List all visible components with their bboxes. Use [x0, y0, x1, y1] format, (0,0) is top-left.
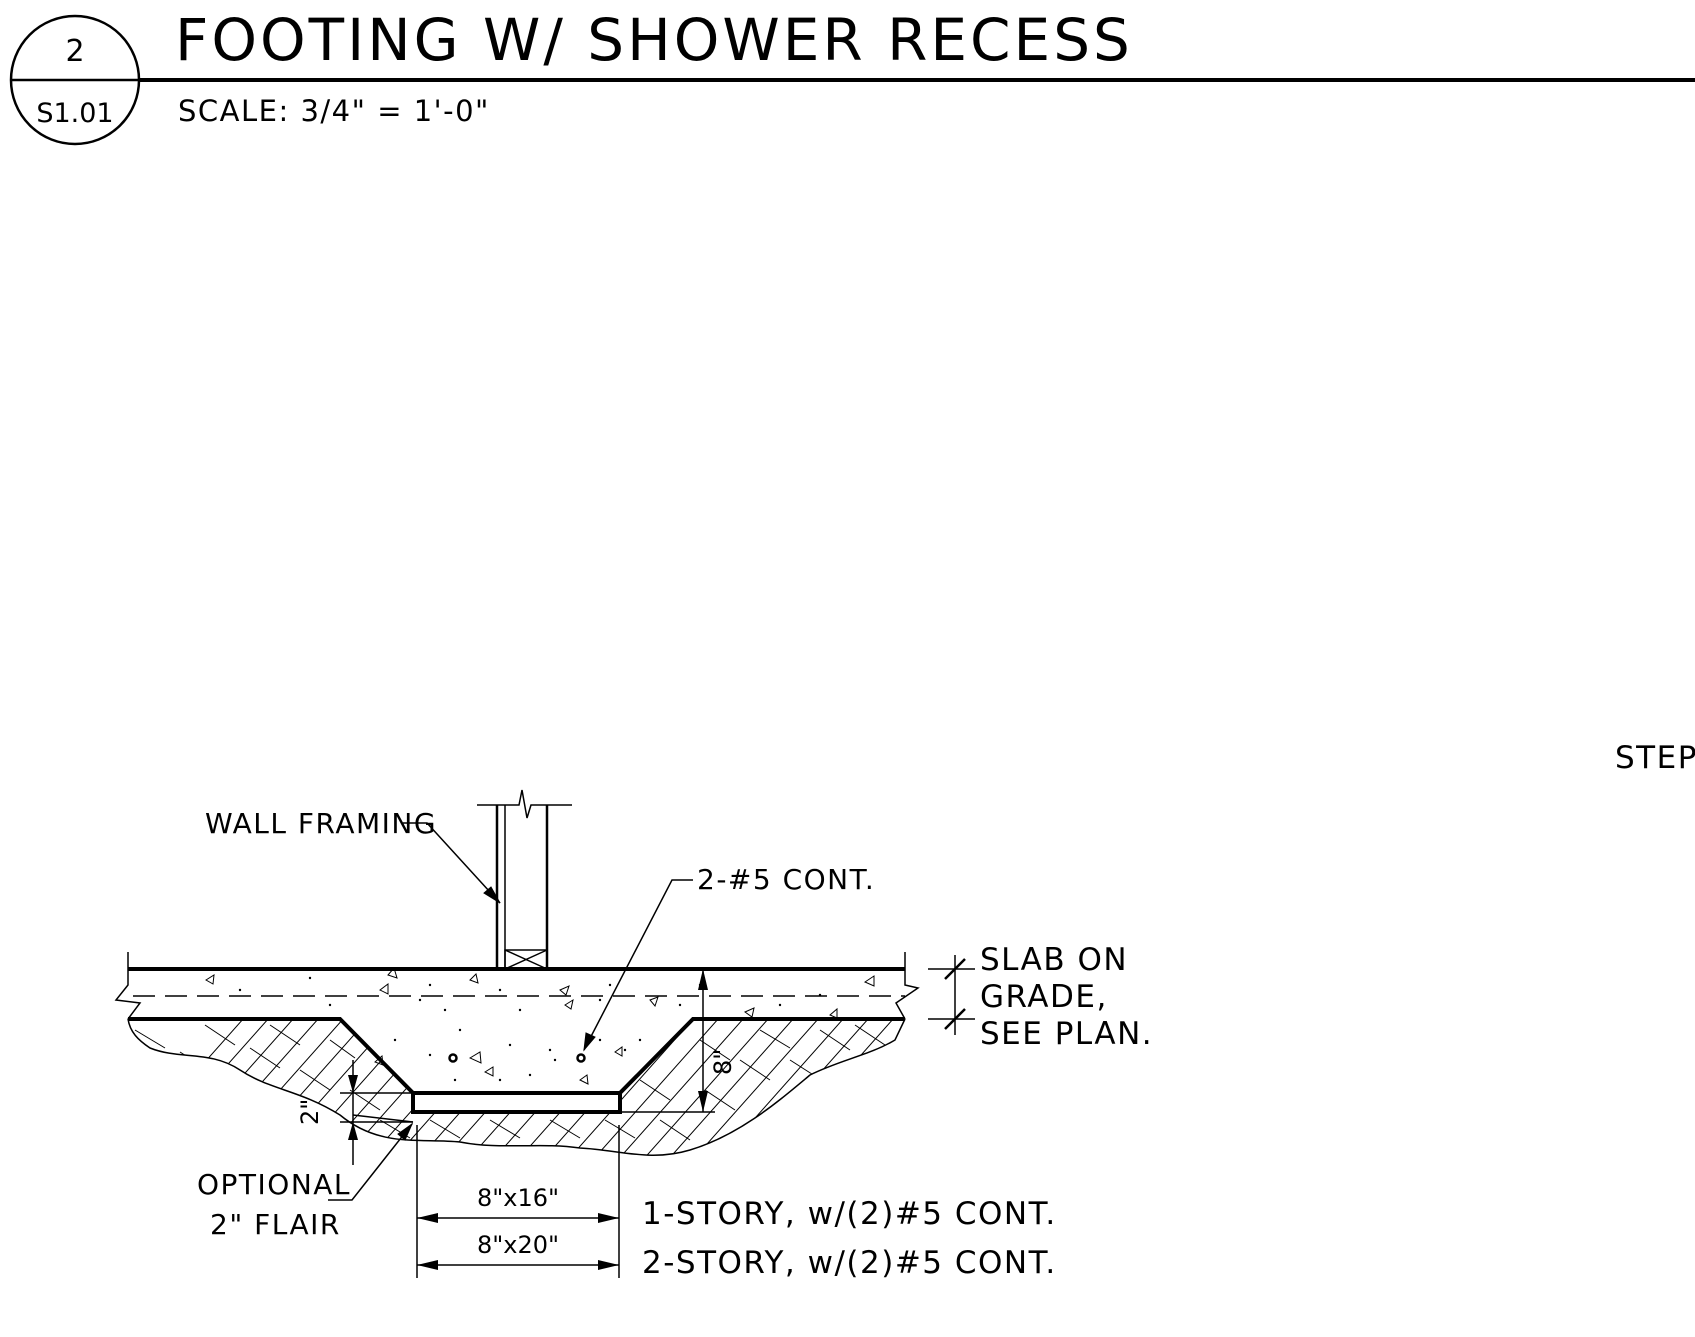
soil-boundary [127, 1018, 906, 1156]
optional-flair-leader [328, 1123, 413, 1201]
detail-scale: SCALE: 3/4" = 1'-0" [178, 94, 490, 128]
sheet-reference: S1.01 [36, 98, 113, 129]
flair-dimension [340, 1060, 414, 1165]
rebar-leader [583, 879, 693, 1051]
soil-hatch [128, 1019, 905, 1156]
story2-note: 2-STORY, w/(2)#5 CONT. [642, 1245, 1057, 1281]
concrete-section [114, 952, 920, 1114]
wall-framing-leader [403, 822, 501, 904]
rebar-label: 2-#5 CONT. [697, 863, 875, 896]
detail-title: FOOTING W/ SHOWER RECESS [175, 6, 1133, 74]
rebar-arrow [583, 1032, 596, 1052]
detail-number: 2 [65, 34, 84, 69]
wall-framing-arrow [483, 886, 501, 904]
story1-note: 1-STORY, w/(2)#5 CONT. [642, 1196, 1057, 1232]
footing-width-dimensions [416, 1125, 620, 1278]
slab-dimension [928, 955, 975, 1035]
flair-dim-label: 2" [296, 1099, 324, 1125]
optional-flair-line1: OPTIONAL [197, 1168, 351, 1201]
slab-label-line1: SLAB ON [980, 942, 1128, 978]
rebar-right [576, 1053, 586, 1063]
footing-1story-dim: 8"x16" [477, 1184, 559, 1212]
recess-depth-label: 8" [709, 1049, 737, 1075]
wall-framing [477, 789, 572, 970]
slab-label-line2: GRADE, [980, 979, 1108, 1015]
adjacent-detail-label: STEP [1615, 740, 1695, 776]
concrete-aggregate [205, 966, 875, 1085]
slab-label-line3: SEE PLAN. [980, 1016, 1153, 1052]
recess-depth-dimension [620, 969, 715, 1113]
footing-2story-dim: 8"x20" [477, 1231, 559, 1259]
rebar-left [448, 1053, 458, 1063]
wall-framing-label: WALL FRAMING [205, 807, 437, 840]
optional-flair-arrow [397, 1122, 414, 1141]
optional-flair-line2: 2" FLAIR [210, 1208, 341, 1241]
